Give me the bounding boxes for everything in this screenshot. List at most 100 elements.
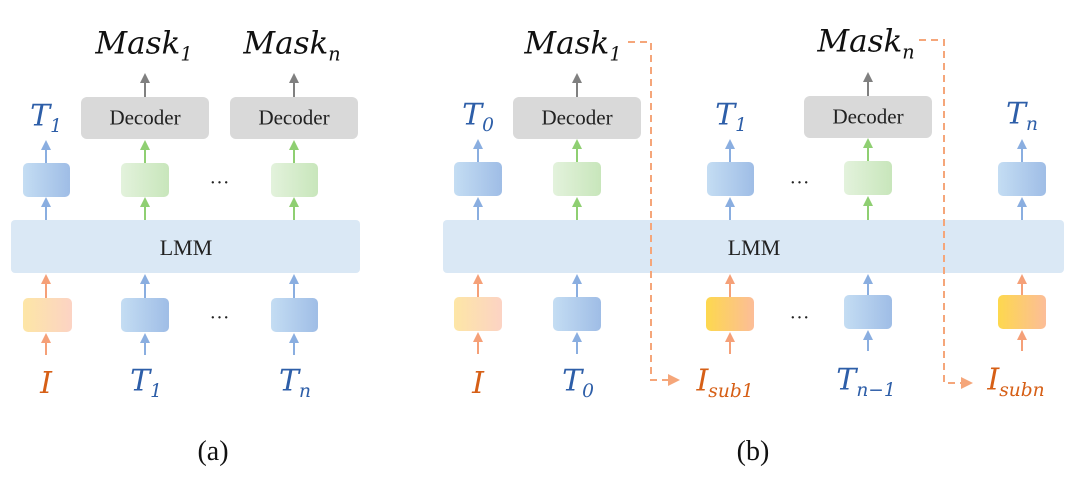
arrow-up-icon: [725, 197, 735, 207]
token-subscript: 1: [150, 380, 162, 402]
arrow-up-icon: [1017, 330, 1027, 340]
input-token-b-tn-1: Tn−1: [836, 365, 895, 400]
caption-a: (a): [197, 436, 229, 467]
arrow-up-icon: [140, 197, 150, 207]
mask-subscript: n: [328, 42, 341, 66]
token-subscript: 1: [50, 115, 62, 137]
arrow-up-icon: [289, 140, 299, 150]
panel-b: [443, 39, 1064, 389]
arrow-up-icon: [572, 73, 582, 83]
hidden-state-seg-b-n: [844, 161, 892, 195]
input-embed-text-a-1: [121, 298, 169, 332]
ellipsis-bottom-a: …: [209, 301, 231, 324]
decoder-label-b-1: Decoder: [541, 105, 613, 130]
token-base: I: [987, 362, 1000, 398]
decoder-box-a-2: [230, 97, 358, 139]
token-subscript: sub1: [708, 380, 754, 402]
top-token-b-1: T1: [715, 100, 747, 135]
arrow-up-icon: [572, 332, 582, 342]
arrow-up-icon: [140, 73, 150, 83]
arrow-up-icon: [572, 139, 582, 149]
token-subscript: 0: [482, 114, 494, 136]
hidden-state-text-a: [23, 163, 70, 197]
arrow-up-icon: [140, 274, 150, 284]
arrow-up-icon: [1017, 197, 1027, 207]
hidden-state-text-b-n: [998, 162, 1046, 196]
ellipsis-bottom-b: …: [789, 301, 811, 324]
arrow-up-icon: [473, 139, 483, 149]
arrow-up-icon: [473, 274, 483, 284]
input-token-a-tn: Tn: [279, 366, 311, 401]
token-subscript: n: [299, 380, 311, 402]
token-subscript: n−1: [856, 379, 896, 401]
top-token-a-1: T1: [30, 101, 62, 136]
token-base: T: [715, 97, 736, 133]
arrow-up-icon: [863, 138, 873, 148]
feedback-arrowhead-1: [668, 374, 680, 386]
token-subscript: 1: [735, 114, 747, 136]
hidden-state-seg-b-1: [553, 162, 601, 196]
token-base: T: [562, 363, 583, 399]
arrow-up-icon: [473, 197, 483, 207]
feedback-arrowhead-2: [961, 377, 973, 389]
decoder-label-a-2: Decoder: [258, 105, 330, 130]
input-embed-subimage-b-n: [998, 295, 1046, 329]
lmm-label-a: LMM: [159, 235, 213, 260]
input-token-a-t1: T1: [130, 366, 162, 401]
feedback-path-maskn-to-isubn: [919, 39, 961, 384]
output-mask-b-1: Mask1: [524, 28, 621, 64]
mask-label: Mask: [243, 25, 329, 62]
mask-label: Mask: [95, 25, 181, 62]
input-embed-text-b-0: [553, 297, 601, 331]
arrow-up-icon: [1017, 274, 1027, 284]
input-token-b-isubn: Isubn: [987, 365, 1044, 400]
token-base: I: [696, 363, 709, 399]
lmm-label-b: LMM: [727, 235, 781, 260]
arrow-up-icon: [41, 333, 51, 343]
decoder-box-b-2: [804, 96, 932, 138]
top-token-b-0: T0: [462, 100, 494, 135]
output-mask-b-n: Maskn: [817, 23, 914, 62]
arrow-up-icon: [572, 197, 582, 207]
token-base: T: [279, 363, 300, 399]
arrow-up-icon: [863, 72, 873, 82]
output-mask-a-1: Mask1: [95, 25, 193, 66]
input-embed-text-b-n-1: [844, 295, 892, 329]
token-subscript: subn: [999, 379, 1045, 401]
arrow-up-icon: [863, 274, 873, 284]
hidden-state-text-b-0: [454, 162, 502, 196]
caption-b: (b): [736, 436, 770, 467]
arrow-up-icon: [140, 140, 150, 150]
token-base: T: [836, 362, 857, 398]
token-subscript: n: [1026, 113, 1038, 135]
mask-label: Mask: [817, 23, 903, 60]
arrow-up-icon: [473, 332, 483, 342]
arrow-up-icon: [572, 274, 582, 284]
input-token-b-t0: T0: [562, 366, 594, 401]
hidden-state-seg-a-1: [121, 163, 169, 197]
hidden-state-seg-a-2: [271, 163, 318, 197]
arrow-up-icon: [725, 139, 735, 149]
arrow-up-icon: [41, 274, 51, 284]
lmm-block-a: [11, 220, 360, 273]
input-embed-image-a: [23, 298, 72, 332]
mask-subscript: 1: [180, 42, 193, 66]
arrow-up-icon: [41, 197, 51, 207]
top-token-b-n: Tn: [1006, 99, 1038, 134]
arrow-up-icon: [1017, 139, 1027, 149]
token-subscript: 0: [582, 380, 594, 402]
arrow-up-icon: [41, 140, 51, 150]
token-base: I: [40, 366, 52, 401]
arrow-up-icon: [140, 333, 150, 343]
ellipsis-top-a: …: [209, 166, 231, 189]
token-base: I: [472, 366, 484, 401]
arrow-up-icon: [863, 330, 873, 340]
input-token-b-isub1: Isub1: [696, 366, 753, 401]
arrow-up-icon: [289, 274, 299, 284]
ellipsis-top-b: …: [789, 166, 811, 189]
input-embed-subimage-b-1: [706, 297, 754, 331]
arrow-up-icon: [863, 196, 873, 206]
input-embed-image-b: [454, 297, 502, 331]
